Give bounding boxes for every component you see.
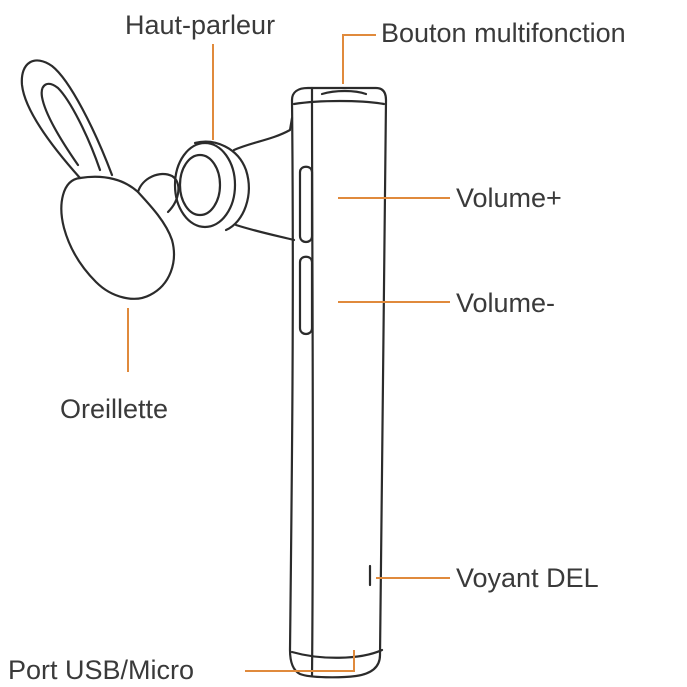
stem-edge — [310, 86, 314, 678]
connector-neck — [232, 116, 294, 152]
label-led: Voyant DEL — [456, 563, 599, 593]
label-volume-down: Volume- — [456, 288, 556, 318]
label-speaker: Haut-parleur — [125, 10, 276, 40]
ear-hook-inner — [40, 82, 102, 172]
speaker-cup-inner — [178, 153, 222, 217]
stem-top-cap — [292, 99, 386, 106]
leader-multifunction — [342, 34, 376, 84]
label-multifunction-button: Bouton multifonction — [381, 18, 626, 48]
volume-down-button — [298, 255, 314, 336]
speaker-cup — [173, 141, 237, 229]
volume-up-button — [298, 165, 314, 244]
label-usb-port: Port USB/Micro — [8, 655, 195, 685]
label-earpiece: Oreillette — [60, 394, 169, 424]
ear-hook — [20, 59, 114, 180]
earpiece-body — [60, 175, 176, 300]
stem-bottom — [290, 648, 384, 659]
label-volume-up: Volume+ — [456, 183, 562, 213]
earpiece-inner — [136, 172, 180, 214]
connector-neck-lower — [234, 223, 296, 242]
speaker-ring — [193, 140, 250, 232]
multifunction-button-top — [320, 89, 368, 96]
leader-usb — [245, 650, 355, 672]
stem-outline — [288, 86, 388, 679]
